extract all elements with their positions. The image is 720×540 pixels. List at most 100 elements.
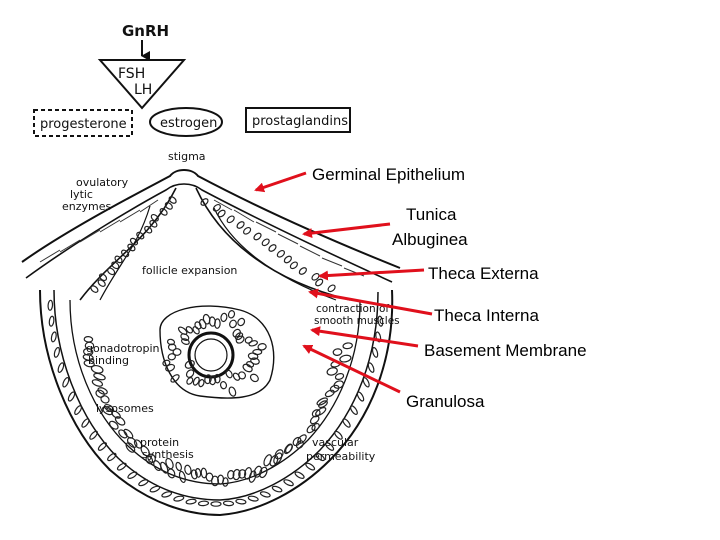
cell xyxy=(339,354,352,363)
arrow-germinal-epithelium xyxy=(254,171,307,193)
arrow-basement-membrane xyxy=(310,326,419,348)
cell xyxy=(242,363,253,373)
cell xyxy=(225,369,233,379)
cell xyxy=(243,226,252,235)
cell xyxy=(74,405,83,416)
follicle-expansion-label: follicle expansion xyxy=(142,264,237,277)
cell xyxy=(190,469,198,480)
tunica-label-1: Tunica xyxy=(406,205,457,224)
cell xyxy=(145,455,154,465)
cell xyxy=(208,375,217,386)
cell xyxy=(243,467,253,480)
cell xyxy=(327,284,336,293)
prostaglandins-label: prostaglandins xyxy=(252,114,348,129)
cell xyxy=(81,418,90,428)
cell xyxy=(222,477,229,487)
vascular-label-2: permeability xyxy=(306,450,376,463)
antrum-boundary xyxy=(99,205,337,301)
cell xyxy=(326,367,338,376)
cell xyxy=(235,335,245,344)
cell xyxy=(227,470,235,480)
cell xyxy=(100,395,110,404)
cell xyxy=(167,353,176,361)
cell xyxy=(283,255,292,264)
cell xyxy=(250,357,260,365)
cell xyxy=(194,468,202,478)
cell xyxy=(325,442,335,451)
cell xyxy=(192,376,200,386)
theca-externa-label: Theca Externa xyxy=(428,264,539,283)
cell xyxy=(294,471,305,479)
granulosa-right-edge xyxy=(195,187,351,301)
tunica-label-2: Albuginea xyxy=(392,230,468,249)
cell xyxy=(125,442,136,453)
prostaglandins-box xyxy=(245,107,351,133)
cell xyxy=(292,436,302,447)
cell xyxy=(180,338,190,345)
cell xyxy=(220,312,228,323)
cell xyxy=(47,299,54,311)
cell xyxy=(257,343,267,351)
ovulatory-label-1: ovulatory xyxy=(76,176,129,189)
cell xyxy=(222,500,235,507)
cell xyxy=(259,466,268,479)
cell xyxy=(234,332,244,341)
cell xyxy=(67,391,76,402)
cell xyxy=(253,232,262,241)
cell xyxy=(138,479,149,487)
cell xyxy=(161,491,173,498)
basement-membrane-label: Basement Membrane xyxy=(424,341,587,360)
ovulatory-label-3: enzymes xyxy=(62,200,112,213)
cell xyxy=(362,377,370,388)
pituitary-triangle xyxy=(97,59,187,110)
cell xyxy=(342,418,351,428)
cell xyxy=(259,491,271,498)
cell xyxy=(324,389,335,398)
cell xyxy=(297,434,307,444)
cell xyxy=(200,198,209,206)
theca-interna-label: Theca Interna xyxy=(434,306,539,325)
cell xyxy=(149,485,161,493)
vascular-label-1: vascular xyxy=(312,436,359,449)
cell xyxy=(114,416,126,426)
cell xyxy=(91,379,104,387)
cell xyxy=(342,342,353,350)
cell xyxy=(97,279,106,287)
cell xyxy=(261,238,270,247)
cell xyxy=(107,267,116,276)
cell xyxy=(166,338,176,346)
germinal-epithelium-layer xyxy=(21,169,401,269)
stroma-stripes xyxy=(39,199,365,277)
cell xyxy=(236,221,245,229)
cell xyxy=(334,373,345,380)
cell xyxy=(232,372,241,381)
cell xyxy=(210,501,222,507)
cell xyxy=(50,331,57,343)
cell xyxy=(172,348,182,356)
gnrh-label: GnRH xyxy=(122,22,169,40)
cell xyxy=(316,397,328,406)
follicle-drawing xyxy=(21,169,401,517)
cell xyxy=(98,273,108,282)
estrogen-label: estrogen xyxy=(160,116,217,131)
ovulatory-label-2: lytic xyxy=(70,188,93,201)
progesterone-box xyxy=(33,109,133,137)
cell xyxy=(159,208,168,216)
protein-label-1: protein xyxy=(140,436,179,449)
cell xyxy=(198,379,205,388)
cell xyxy=(276,249,285,258)
cell xyxy=(127,471,138,479)
cell xyxy=(168,196,177,204)
cell xyxy=(111,261,120,270)
cell xyxy=(149,219,158,228)
cell xyxy=(170,374,180,383)
cell xyxy=(237,317,246,327)
cell xyxy=(210,475,219,487)
cell xyxy=(121,249,130,258)
cell xyxy=(173,495,185,502)
tunica-albuginea-layer xyxy=(25,183,393,283)
cell xyxy=(90,364,104,374)
zona-pellucida xyxy=(194,338,228,372)
cell xyxy=(268,244,277,252)
arrow-theca-externa xyxy=(318,268,425,281)
